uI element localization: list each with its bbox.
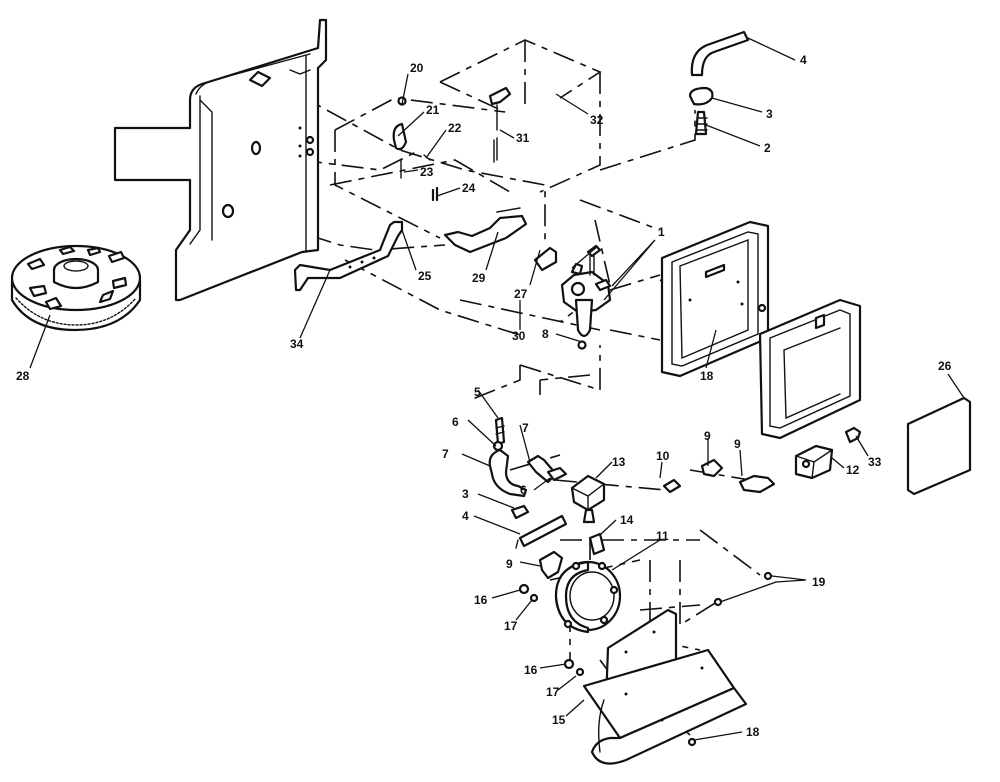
callout-30: 30 (512, 329, 526, 343)
callout-14: 14 (620, 513, 634, 527)
regulator-part-11 (554, 560, 622, 634)
callout-17-upper: 17 (504, 619, 518, 633)
callout-7-left: 7 (442, 447, 449, 461)
callout-9-lower: 9 (506, 557, 513, 571)
intake-cover-plate (660, 220, 770, 378)
filter-element-part (906, 396, 972, 496)
callout-31: 31 (516, 131, 530, 145)
callout-leader-lines (29, 37, 965, 741)
callout-25: 25 (418, 269, 432, 283)
frame-panel-part (113, 18, 328, 302)
mounting-bracket-part-15 (582, 608, 748, 765)
callout-32: 32 (590, 113, 604, 127)
callout-1: 1 (658, 225, 665, 239)
top-hose-fittings (688, 30, 750, 136)
callout-20: 20 (410, 61, 424, 75)
drive-clutch-part (10, 244, 142, 332)
callout-29: 29 (472, 271, 486, 285)
callout-22: 22 (448, 121, 462, 135)
callout-18-upper: 18 (700, 369, 714, 383)
air-cleaner-box (758, 298, 862, 440)
callout-3: 3 (766, 107, 773, 121)
callout-12: 12 (846, 463, 860, 477)
callout-33: 33 (868, 455, 882, 469)
linkage-bracket-part (443, 207, 558, 272)
callout-19: 19 (812, 575, 826, 589)
callout-26: 26 (938, 359, 952, 373)
callout-3-lower: 3 (462, 487, 469, 501)
callout-10: 10 (656, 449, 670, 463)
callout-21: 21 (426, 103, 440, 117)
callout-6-upper: 6 (452, 415, 459, 429)
callout-28: 28 (16, 369, 30, 383)
callout-24: 24 (462, 181, 476, 195)
fuel-block-part (794, 426, 862, 480)
nuts-and-washers (518, 583, 585, 677)
callout-27: 27 (514, 287, 528, 301)
fuel-line-fittings (488, 416, 776, 580)
callout-11: 11 (656, 529, 669, 543)
callout-13: 13 (612, 455, 626, 469)
callout-34: 34 (290, 337, 304, 351)
callout-16-lower: 16 (524, 663, 538, 677)
callout-16-upper: 16 (474, 593, 488, 607)
upper-hardware-parts (392, 86, 512, 202)
callout-7-right: 7 (522, 421, 529, 435)
callout-8: 8 (542, 327, 549, 341)
callout-2: 2 (764, 141, 771, 155)
callout-18-lower: 18 (746, 725, 760, 739)
carburetor-part (560, 244, 612, 350)
callout-6-lower: 6 (520, 483, 527, 497)
callout-4-lower: 4 (462, 509, 469, 523)
callout-4: 4 (800, 53, 807, 67)
callout-9-right: 9 (734, 437, 741, 451)
callout-9-mid: 9 (704, 429, 711, 443)
callout-5: 5 (474, 385, 481, 399)
callout-numbers: 4 3 2 1 20 21 22 23 24 25 31 32 29 27 30… (16, 53, 952, 739)
callout-23: 23 (420, 165, 434, 179)
callout-17-lower: 17 (546, 685, 560, 699)
callout-15: 15 (552, 713, 566, 727)
assembly-dashed-lines (229, 39, 761, 736)
